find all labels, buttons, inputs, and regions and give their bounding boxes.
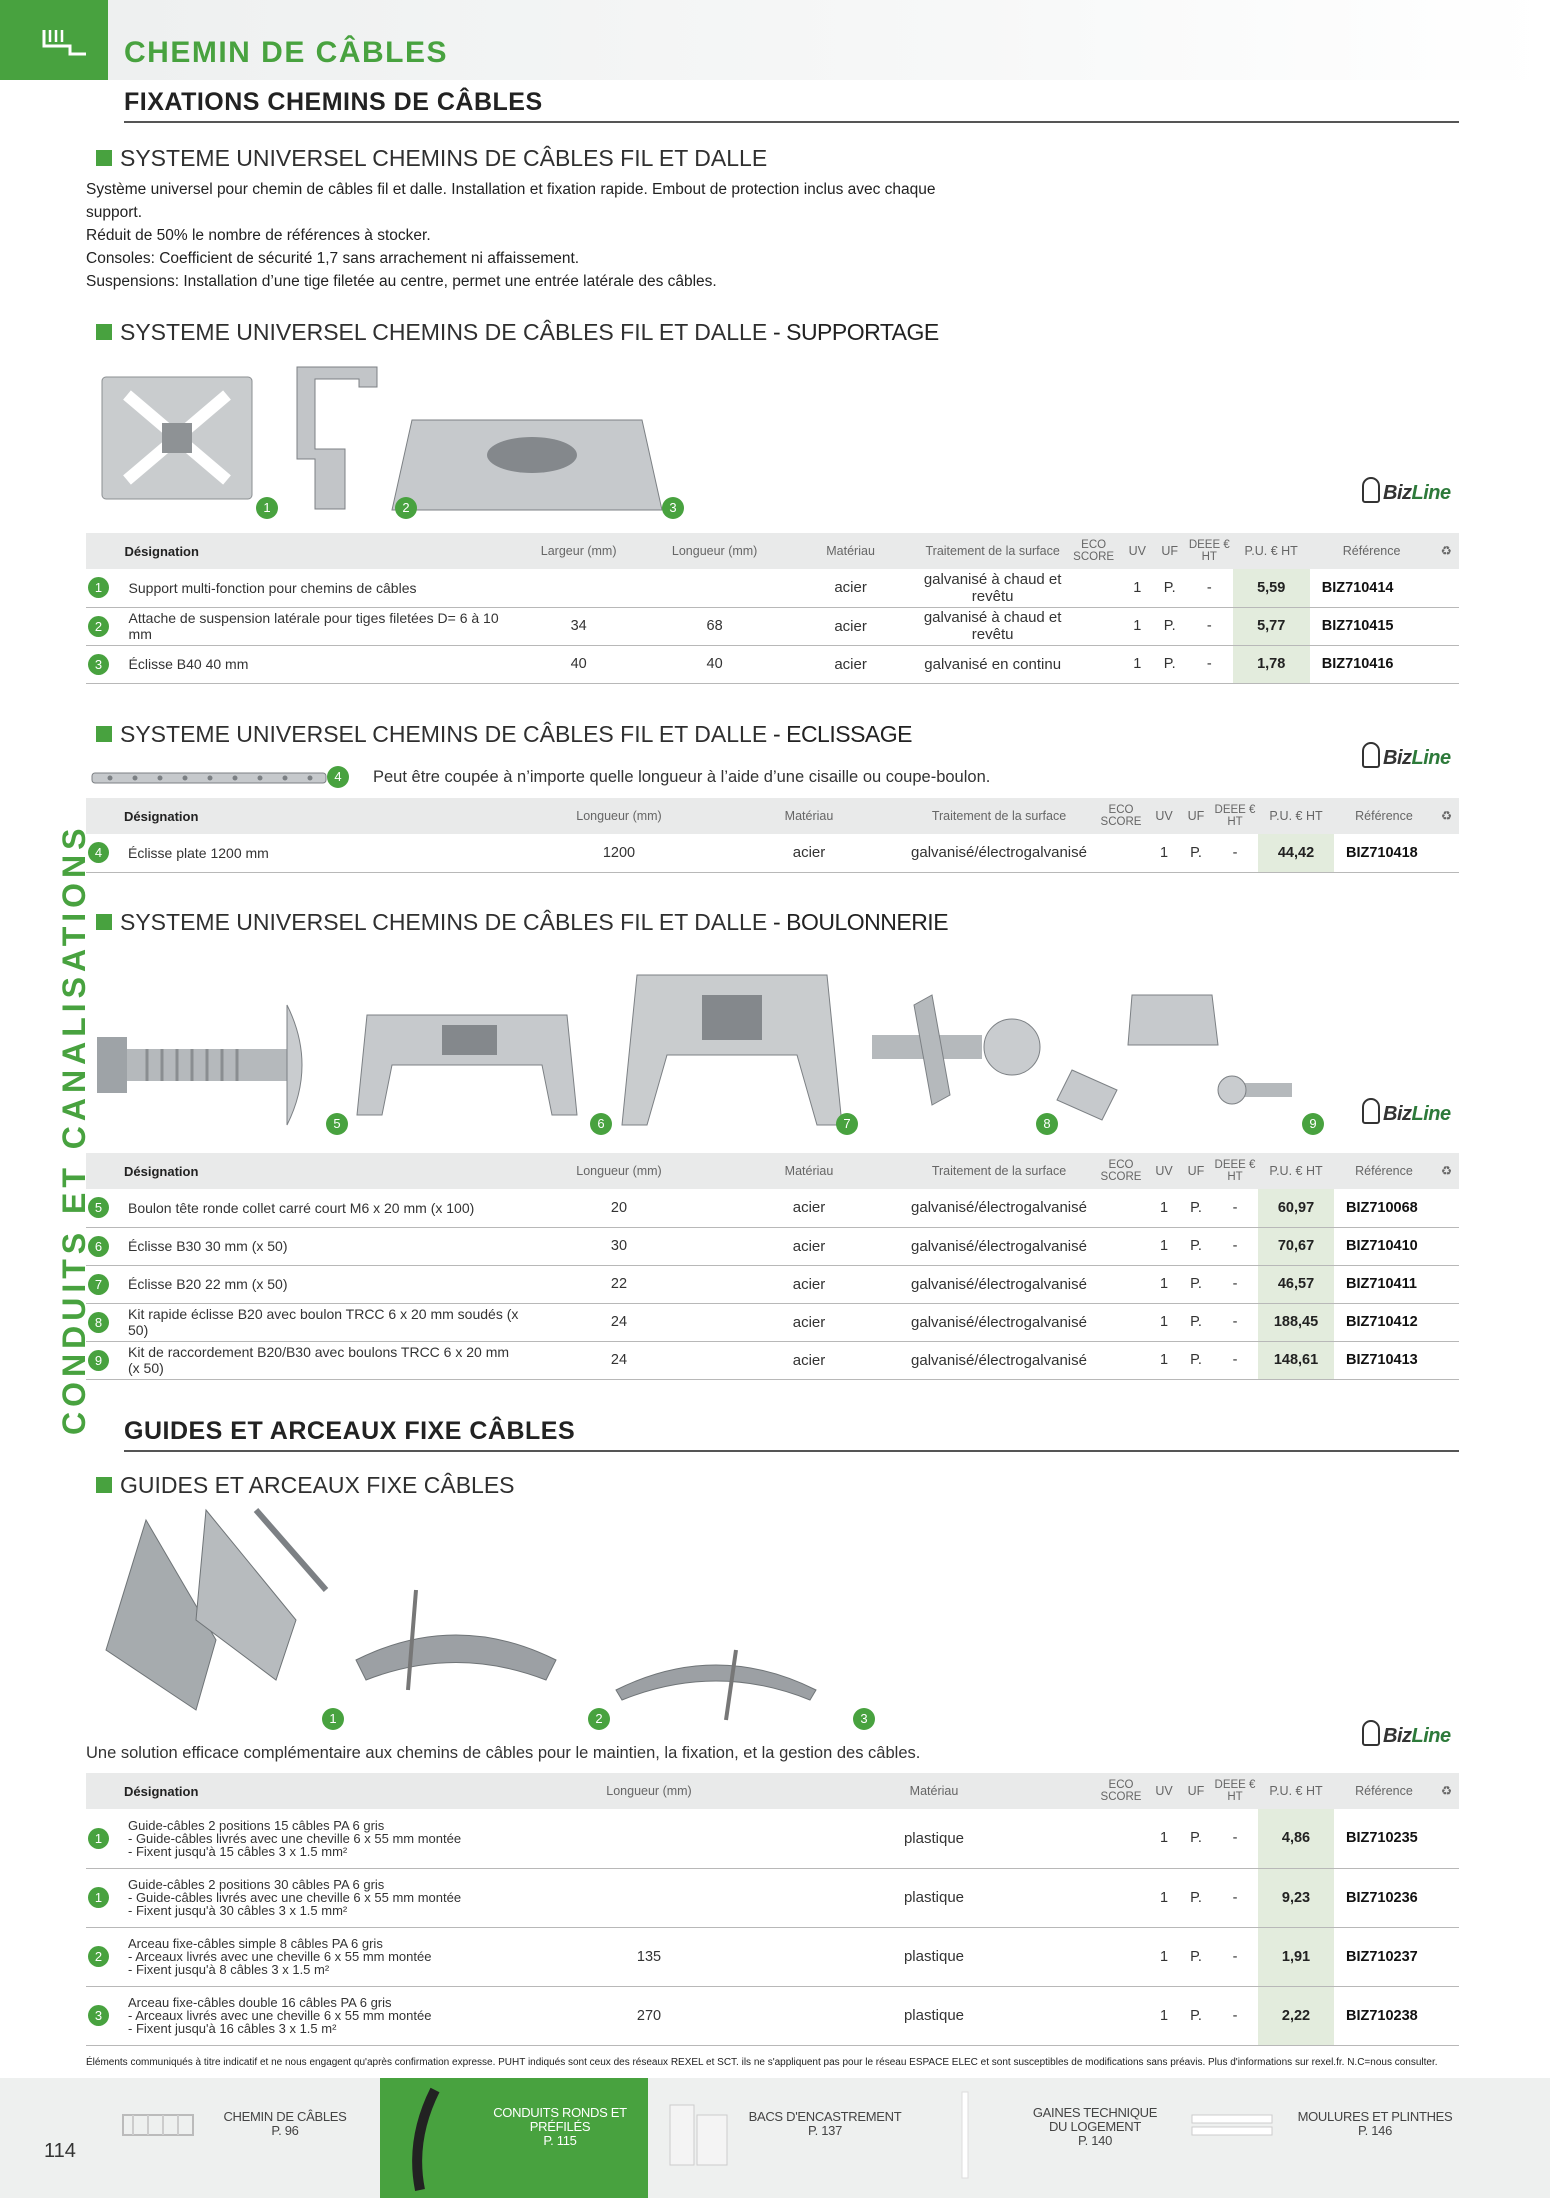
callout-9: 9 — [1302, 1113, 1324, 1135]
section-title-guides: GUIDES ET ARCEAUX FIXE CÂBLES — [124, 1417, 1459, 1452]
callout-guide-3: 3 — [853, 1708, 875, 1730]
bizline-logo: BizLine — [1362, 477, 1451, 505]
table-row: 4 Éclisse plate 1200 mm 1200 acier galva… — [86, 834, 1459, 873]
table-row: 1 Guide-câbles 2 positions 15 câbles PA … — [86, 1809, 1459, 1869]
guides-product-images — [105, 1508, 817, 1721]
subsection-systeme: SYSTEME UNIVERSEL CHEMINS DE CÂBLES FIL … — [96, 145, 767, 172]
bizline-logo: BizLine — [1362, 1098, 1451, 1126]
table-eclissage: Désignation Longueur (mm) Matériau Trait… — [86, 798, 1459, 873]
recycle-icon: ♻ — [1434, 798, 1459, 834]
callout-1: 1 — [256, 497, 278, 519]
table-row: 2 Arceau fixe-câbles simple 8 câbles PA … — [86, 1927, 1459, 1987]
table-row: 5 Boulon tête ronde collet carré court M… — [86, 1189, 1459, 1228]
callout-4: 4 — [327, 766, 349, 788]
supportage-product-images — [101, 366, 663, 511]
footer-bar — [0, 2078, 1550, 2198]
page-title: CHEMIN DE CÂBLES — [124, 36, 449, 69]
callout-7: 7 — [836, 1113, 858, 1135]
table-boulonnerie: Désignation Longueur (mm) Matériau Trait… — [86, 1153, 1459, 1380]
bizline-icon — [1362, 1720, 1380, 1746]
bizline-logo: BizLine — [1362, 1720, 1451, 1748]
table-row: 9 Kit de raccordement B20/B30 avec boulo… — [86, 1341, 1459, 1380]
eclissage-note: Peut être coupée à n’importe quelle long… — [373, 768, 991, 786]
eclisse-b40-image — [391, 419, 663, 511]
bolt-image — [97, 1004, 303, 1126]
table-supportage: Désignation Largeur (mm) Longueur (mm) M… — [86, 533, 1459, 684]
table-row: 3 Arceau fixe-câbles double 16 câbles PA… — [86, 1986, 1459, 2046]
section-title-fixations: FIXATIONS CHEMINS DE CÂBLES — [124, 88, 1459, 123]
page-number: 114 — [44, 2140, 76, 2162]
bizline-logo: BizLine — [1362, 742, 1451, 770]
bizline-icon — [1362, 1098, 1380, 1124]
callout-3: 3 — [662, 497, 684, 519]
recycle-icon: ♻ — [1434, 1153, 1459, 1189]
square-bullet-icon — [96, 1477, 112, 1493]
callout-guide-1: 1 — [322, 1708, 344, 1730]
support-bracket-image — [101, 376, 253, 500]
square-bullet-icon — [96, 914, 112, 930]
subsection-eclissage: SYSTEME UNIVERSEL CHEMINS DE CÂBLES FIL … — [96, 721, 912, 748]
callout-5: 5 — [326, 1113, 348, 1135]
footer-moulures-image — [1191, 2114, 1273, 2136]
recycle-icon: ♻ — [1433, 533, 1459, 569]
subsection-supportage: SYSTEME UNIVERSEL CHEMINS DE CÂBLES FIL … — [96, 319, 939, 346]
suspension-clip-image — [296, 366, 378, 510]
subsection-guides: GUIDES ET ARCEAUX FIXE CÂBLES — [96, 1472, 515, 1499]
table-row: 1 Guide-câbles 2 positions 30 câbles PA … — [86, 1868, 1459, 1928]
guides-note: Une solution efficace complémentaire aux… — [86, 1744, 921, 1762]
footer-gaines-image — [961, 2091, 969, 2179]
bizline-icon — [1362, 742, 1380, 768]
recycle-icon: ♻ — [1434, 1773, 1459, 1809]
footer-bacs-image — [669, 2104, 728, 2166]
callout-2: 2 — [395, 497, 417, 519]
square-bullet-icon — [96, 324, 112, 340]
arceau-double-image — [615, 1649, 817, 1721]
footer-active-tab — [380, 2078, 648, 2198]
eclisse-plate-image — [91, 772, 327, 784]
cable-tray-icon — [42, 30, 86, 56]
table-row: 7 Éclisse B20 22 mm (x 50) 22 acier galv… — [86, 1265, 1459, 1304]
callout-guide-2: 2 — [588, 1708, 610, 1730]
kit-raccordement-image — [1056, 994, 1292, 1121]
square-bullet-icon — [96, 726, 112, 742]
top-bar — [108, 0, 1550, 80]
kit-rapide-image — [872, 994, 1041, 1106]
table-guides: Désignation Longueur (mm) Matériau ECO S… — [86, 1773, 1459, 2046]
intro-text: Système universel pour chemin de câbles … — [86, 181, 936, 290]
disclaimer: Éléments communiqués à titre indicatif e… — [86, 2057, 1438, 2068]
boulonnerie-product-images — [97, 974, 1292, 1126]
table-row: 2 Attache de suspension latérale pour ti… — [86, 607, 1459, 646]
subsection-boulonnerie: SYSTEME UNIVERSEL CHEMINS DE CÂBLES FIL … — [96, 909, 949, 936]
guide-cables-image — [105, 1508, 329, 1711]
table-row: 3 Éclisse B40 40 mm 40 40 acier galvanis… — [86, 645, 1459, 684]
eclisse-b30-image — [356, 1014, 578, 1116]
callout-6: 6 — [590, 1113, 612, 1135]
table-row: 1 Support multi-fonction pour chemins de… — [86, 569, 1459, 608]
table-row: 8 Kit rapide éclisse B20 avec boulon TRC… — [86, 1303, 1459, 1342]
footer-conduits-image — [412, 2087, 440, 2191]
bizline-icon — [1362, 477, 1380, 503]
eclisse-b20-image — [621, 974, 843, 1126]
callout-8: 8 — [1036, 1113, 1058, 1135]
table-row: 6 Éclisse B30 30 mm (x 50) 30 acier galv… — [86, 1227, 1459, 1266]
arceau-simple-image — [355, 1589, 557, 1691]
square-bullet-icon — [96, 150, 112, 166]
footer-chemin-image — [122, 2114, 194, 2136]
category-tab — [0, 0, 108, 80]
